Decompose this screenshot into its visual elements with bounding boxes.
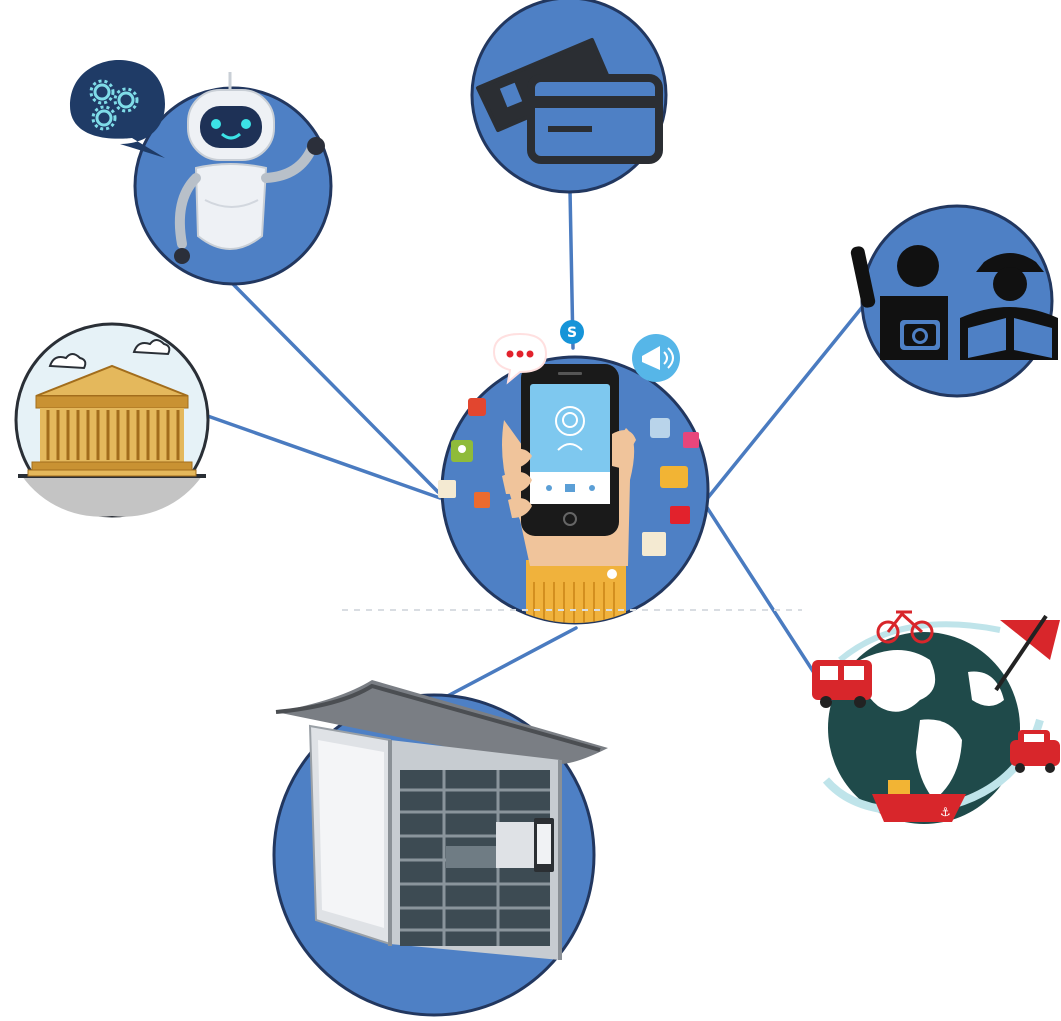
- globe-transport-icon: ⚓: [812, 610, 1060, 824]
- app-tile-globe: [650, 418, 670, 438]
- app-tile-yellow: [660, 466, 688, 488]
- hub-node: S: [438, 320, 710, 625]
- ship-icon: ⚓: [872, 780, 966, 822]
- tourist-and-guide-icon: [850, 245, 1058, 360]
- credit-card-icon: [476, 38, 663, 164]
- robot-chatbot-icon: [70, 60, 325, 264]
- svg-text:S: S: [567, 325, 577, 341]
- airplane-icon: [994, 614, 1060, 692]
- chat-bubble-icon: [492, 332, 548, 385]
- app-tile-paper: [438, 480, 456, 498]
- app-tile-orange: [474, 492, 490, 508]
- app-tile-pink: [683, 432, 699, 448]
- info-kiosk-icon: [275, 680, 608, 960]
- chatbot-node: [70, 60, 333, 286]
- gear-icon: [89, 79, 139, 131]
- smartphone-icon: [521, 364, 619, 536]
- payment-node: [470, 0, 668, 194]
- kiosk-node: [272, 680, 608, 1017]
- app-icons: S: [438, 320, 699, 556]
- car-icon: [1010, 730, 1060, 773]
- edge-hub-kiosk: [438, 626, 578, 702]
- cart-icon: [670, 506, 690, 524]
- tour-guide-node: [850, 204, 1058, 398]
- edge-hub-heritage: [200, 412, 442, 500]
- app-tile-beige: [642, 532, 666, 556]
- skype-icon: S: [560, 320, 584, 344]
- edge-hub-tour-guide: [704, 298, 870, 502]
- travel-node: ⚓: [812, 610, 1060, 824]
- app-tile-red: [468, 398, 486, 416]
- heritage-node: [14, 322, 210, 518]
- bicycle-icon: [876, 610, 934, 644]
- edge-hub-chatbot: [230, 281, 440, 494]
- svg-text:⚓: ⚓: [940, 805, 951, 819]
- bus-icon: [812, 660, 872, 708]
- megaphone-icon: [632, 334, 680, 382]
- classical-museum-icon: [18, 339, 206, 517]
